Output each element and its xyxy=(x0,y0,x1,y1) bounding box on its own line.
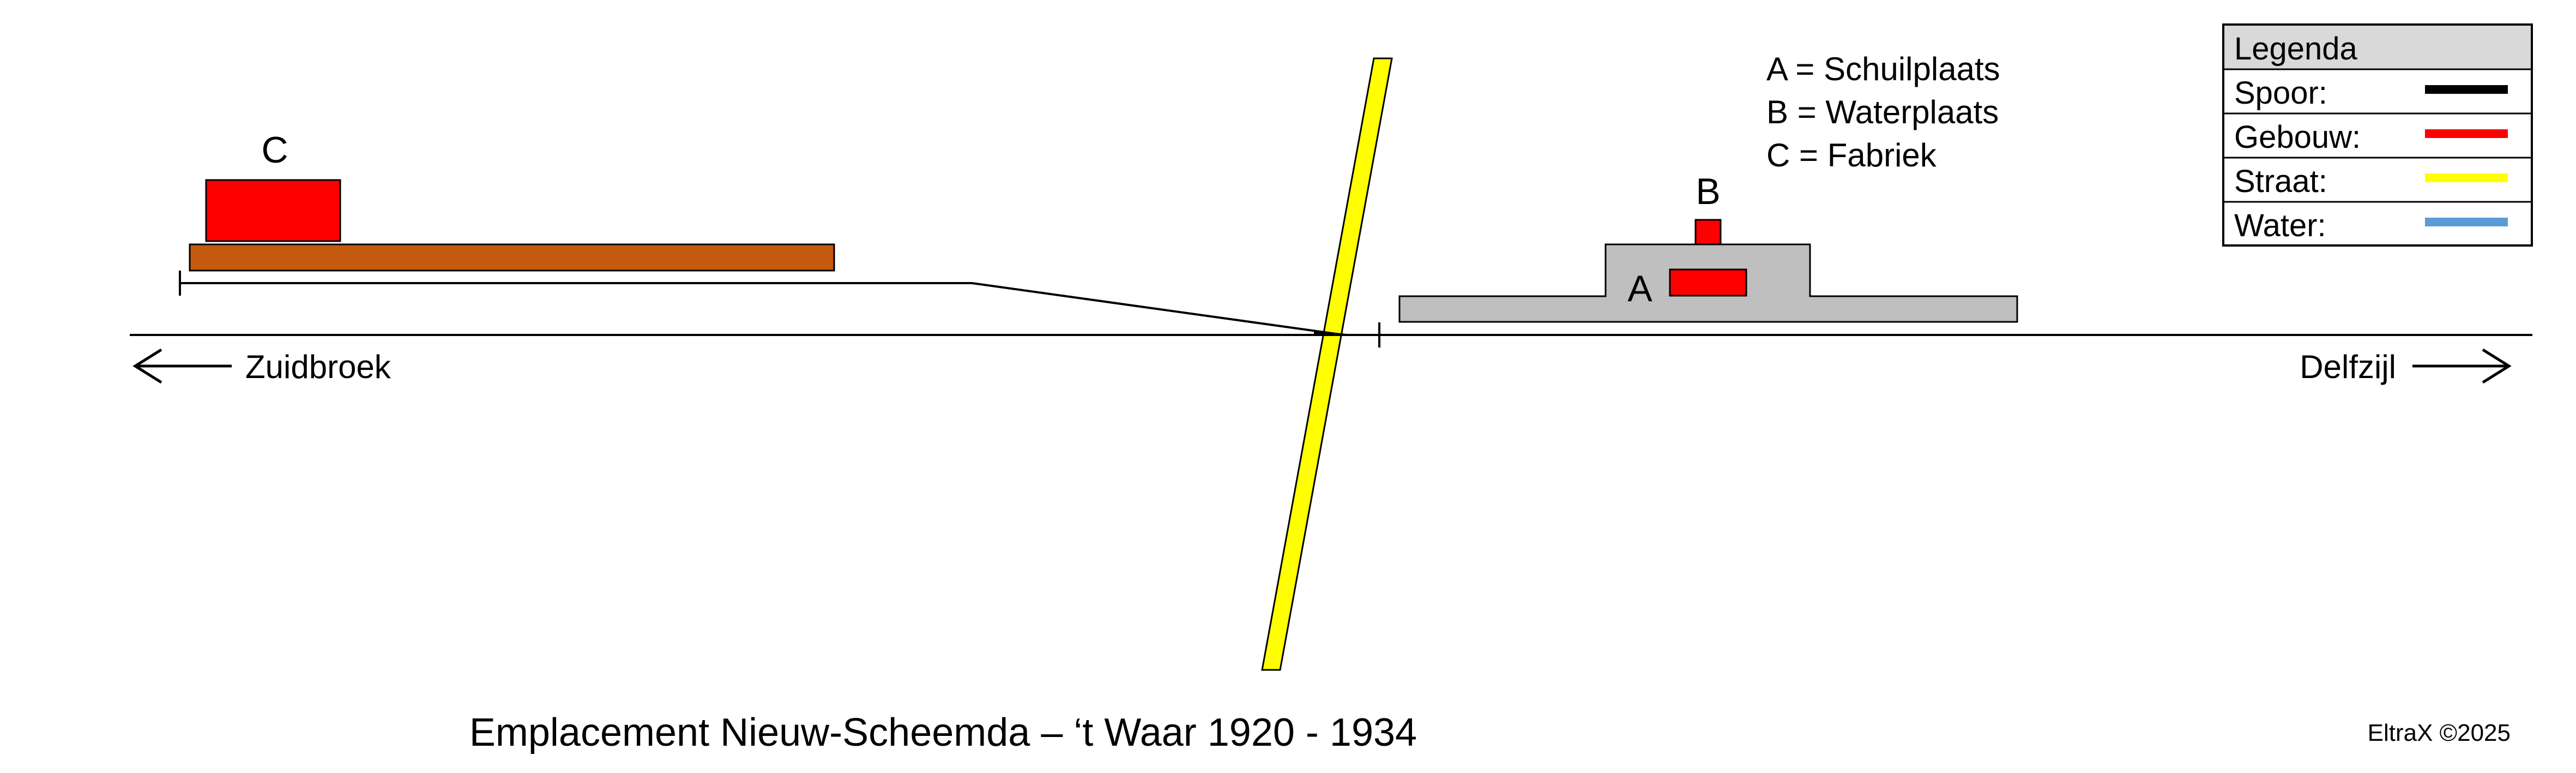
key-line-a: A = Schuilplaats xyxy=(1766,51,2000,87)
building-factory xyxy=(205,179,341,242)
direction-left-arrow xyxy=(132,348,232,384)
legend-header-bg xyxy=(2223,25,2532,69)
legend: Legenda Spoor: Gebouw: Straat: Water: xyxy=(2222,23,2533,247)
direction-right-arrow xyxy=(2412,348,2512,384)
marker-a: A xyxy=(1627,268,1652,309)
legend-label-water: Water: xyxy=(2234,208,2326,243)
diagram-title: Emplacement Nieuw-Scheemda – ‘t Waar 192… xyxy=(469,711,1417,754)
loading-platform xyxy=(189,243,835,272)
direction-right-label: Delfzijl xyxy=(2300,349,2396,385)
street-road xyxy=(1261,57,1393,671)
legend-label-building: Gebouw: xyxy=(2234,119,2361,155)
key-line-c: C = Fabriek xyxy=(1766,137,1937,173)
switch-frog xyxy=(1314,331,1358,335)
siding-track xyxy=(180,282,1344,336)
direction-left-label: Zuidbroek xyxy=(245,349,391,385)
marker-b: B xyxy=(1696,171,1720,212)
marker-c: C xyxy=(261,129,288,171)
legend-label-street: Straat: xyxy=(2234,164,2327,199)
legend-heading: Legenda xyxy=(2234,31,2358,67)
credit-text: EltraX ©2025 xyxy=(2368,720,2511,746)
building-shelter xyxy=(1669,268,1747,297)
building-water-point xyxy=(1694,219,1722,245)
legend-frame xyxy=(2222,23,2533,247)
legend-label-track: Spoor: xyxy=(2234,75,2327,111)
key-line-b: B = Waterplaats xyxy=(1766,94,1999,130)
